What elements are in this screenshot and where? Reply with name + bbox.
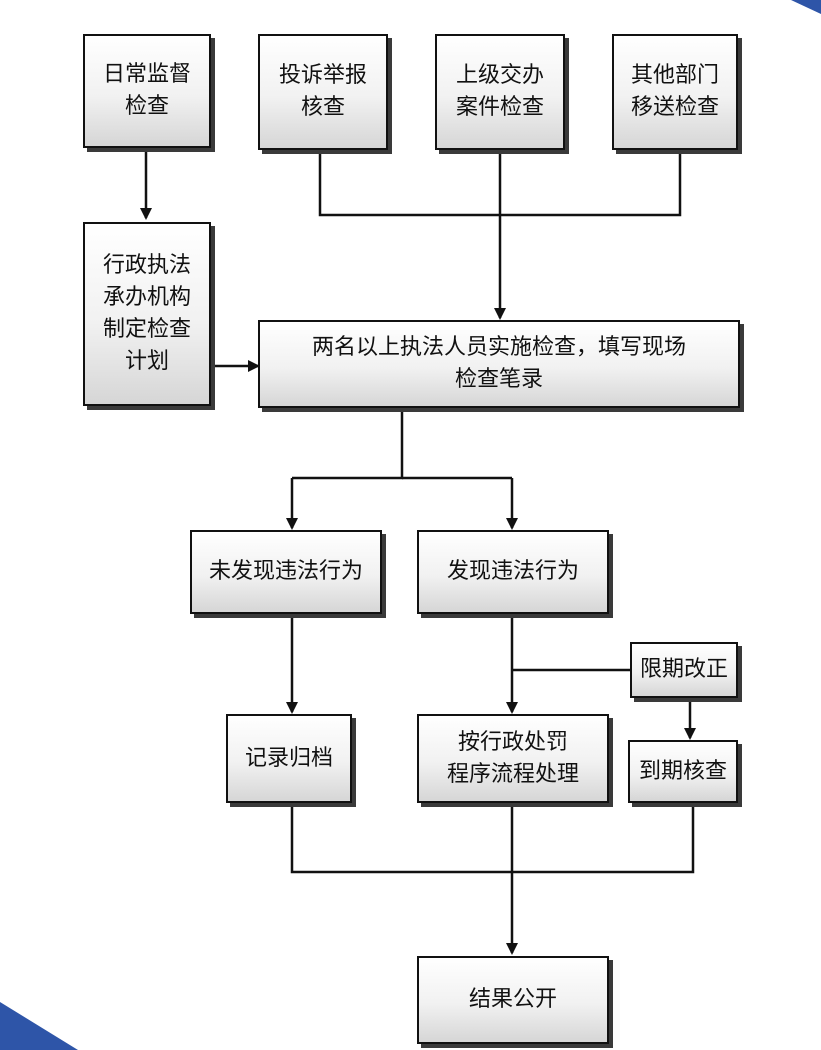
node-due-recheck: 到期核查	[628, 740, 738, 803]
node-complaint-check: 投诉举报核查	[258, 34, 388, 150]
merge-line-bottom	[290, 803, 695, 874]
node-penalty-procedure: 按行政处罚程序流程处理	[417, 714, 609, 803]
node-daily-inspection: 日常监督检查	[83, 34, 211, 148]
node-conduct-inspection: 两名以上执法人员实施检查，填写现场检查笔录	[258, 320, 740, 408]
node-rectify-deadline: 限期改正	[630, 642, 738, 698]
node-no-violation-found: 未发现违法行为	[190, 530, 382, 614]
node-publish-result: 结果公开	[417, 956, 609, 1044]
node-transfer-check: 其他部门移送检查	[612, 34, 738, 150]
node-violation-found: 发现违法行为	[417, 530, 609, 614]
node-superior-case-check: 上级交办案件检查	[435, 34, 565, 150]
node-make-inspection-plan: 行政执法承办机构 制定检查计划	[83, 222, 211, 406]
node-record-archive: 记录归档	[226, 714, 352, 803]
split-line	[292, 408, 404, 480]
